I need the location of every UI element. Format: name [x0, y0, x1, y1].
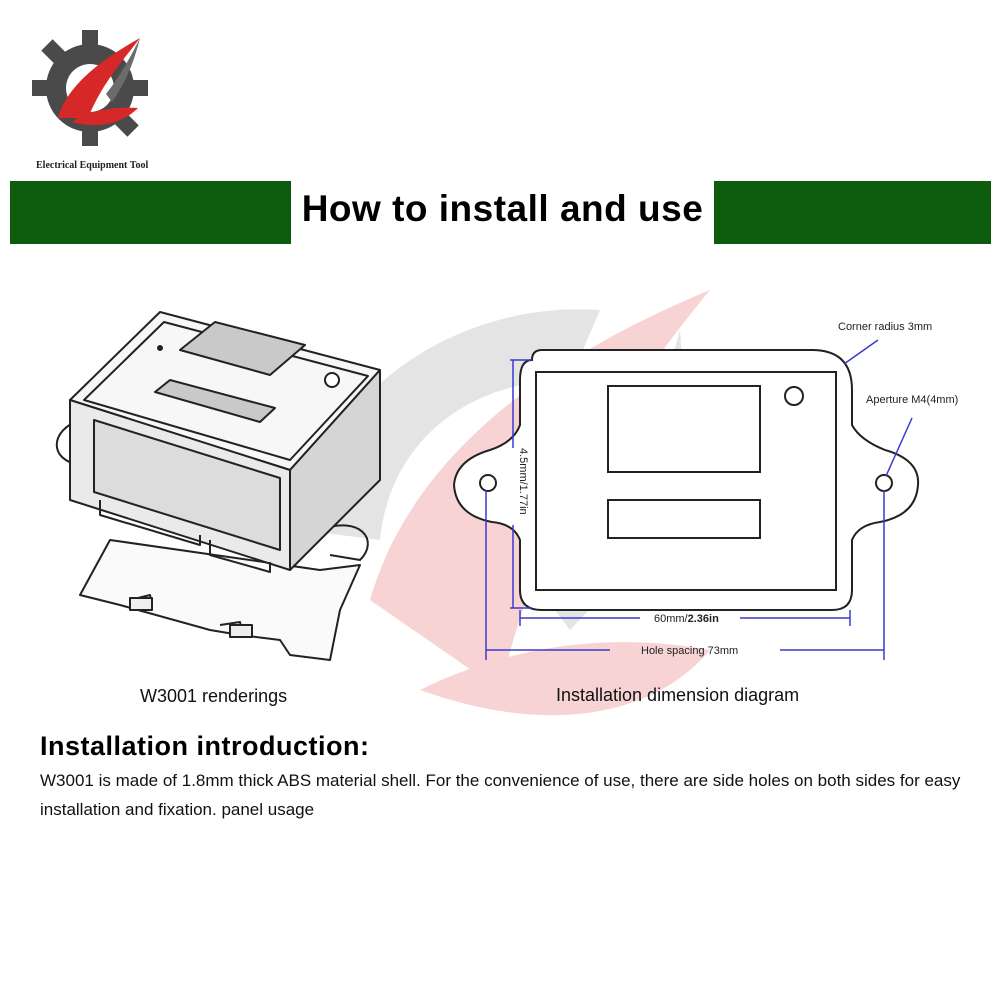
header-band-left: [10, 181, 291, 244]
width-dimension-label: 60mm/2.36in: [654, 613, 719, 625]
intro-body: W3001 is made of 1.8mm thick ABS materia…: [40, 771, 961, 819]
header-band-right: [714, 181, 991, 244]
installation-dimension-diagram: Corner radius 3mm Aperture M4(4mm) 4.5mm…: [452, 321, 958, 660]
corner-radius-label: Corner radius 3mm: [838, 321, 932, 333]
aperture-label: Aperture M4(4mm): [866, 394, 958, 406]
width-dimension-imperial: 2.36in: [688, 613, 719, 625]
w3001-rendering-image: [55, 311, 381, 661]
brand-tagline: Electrical Equipment Tool: [36, 160, 149, 171]
intro-title: Installation introduction:: [40, 731, 370, 761]
section-title: How to install and use: [301, 188, 704, 229]
width-dimension-metric: 60mm/: [654, 613, 689, 625]
diagram-caption: Installation dimension diagram: [556, 685, 800, 705]
hole-spacing-label: Hole spacing 73mm: [641, 645, 738, 657]
brand-logo-icon: [32, 30, 148, 146]
height-dimension-label: 4.5mm/1.77in: [517, 448, 529, 515]
render-caption: W3001 renderings: [140, 686, 288, 706]
